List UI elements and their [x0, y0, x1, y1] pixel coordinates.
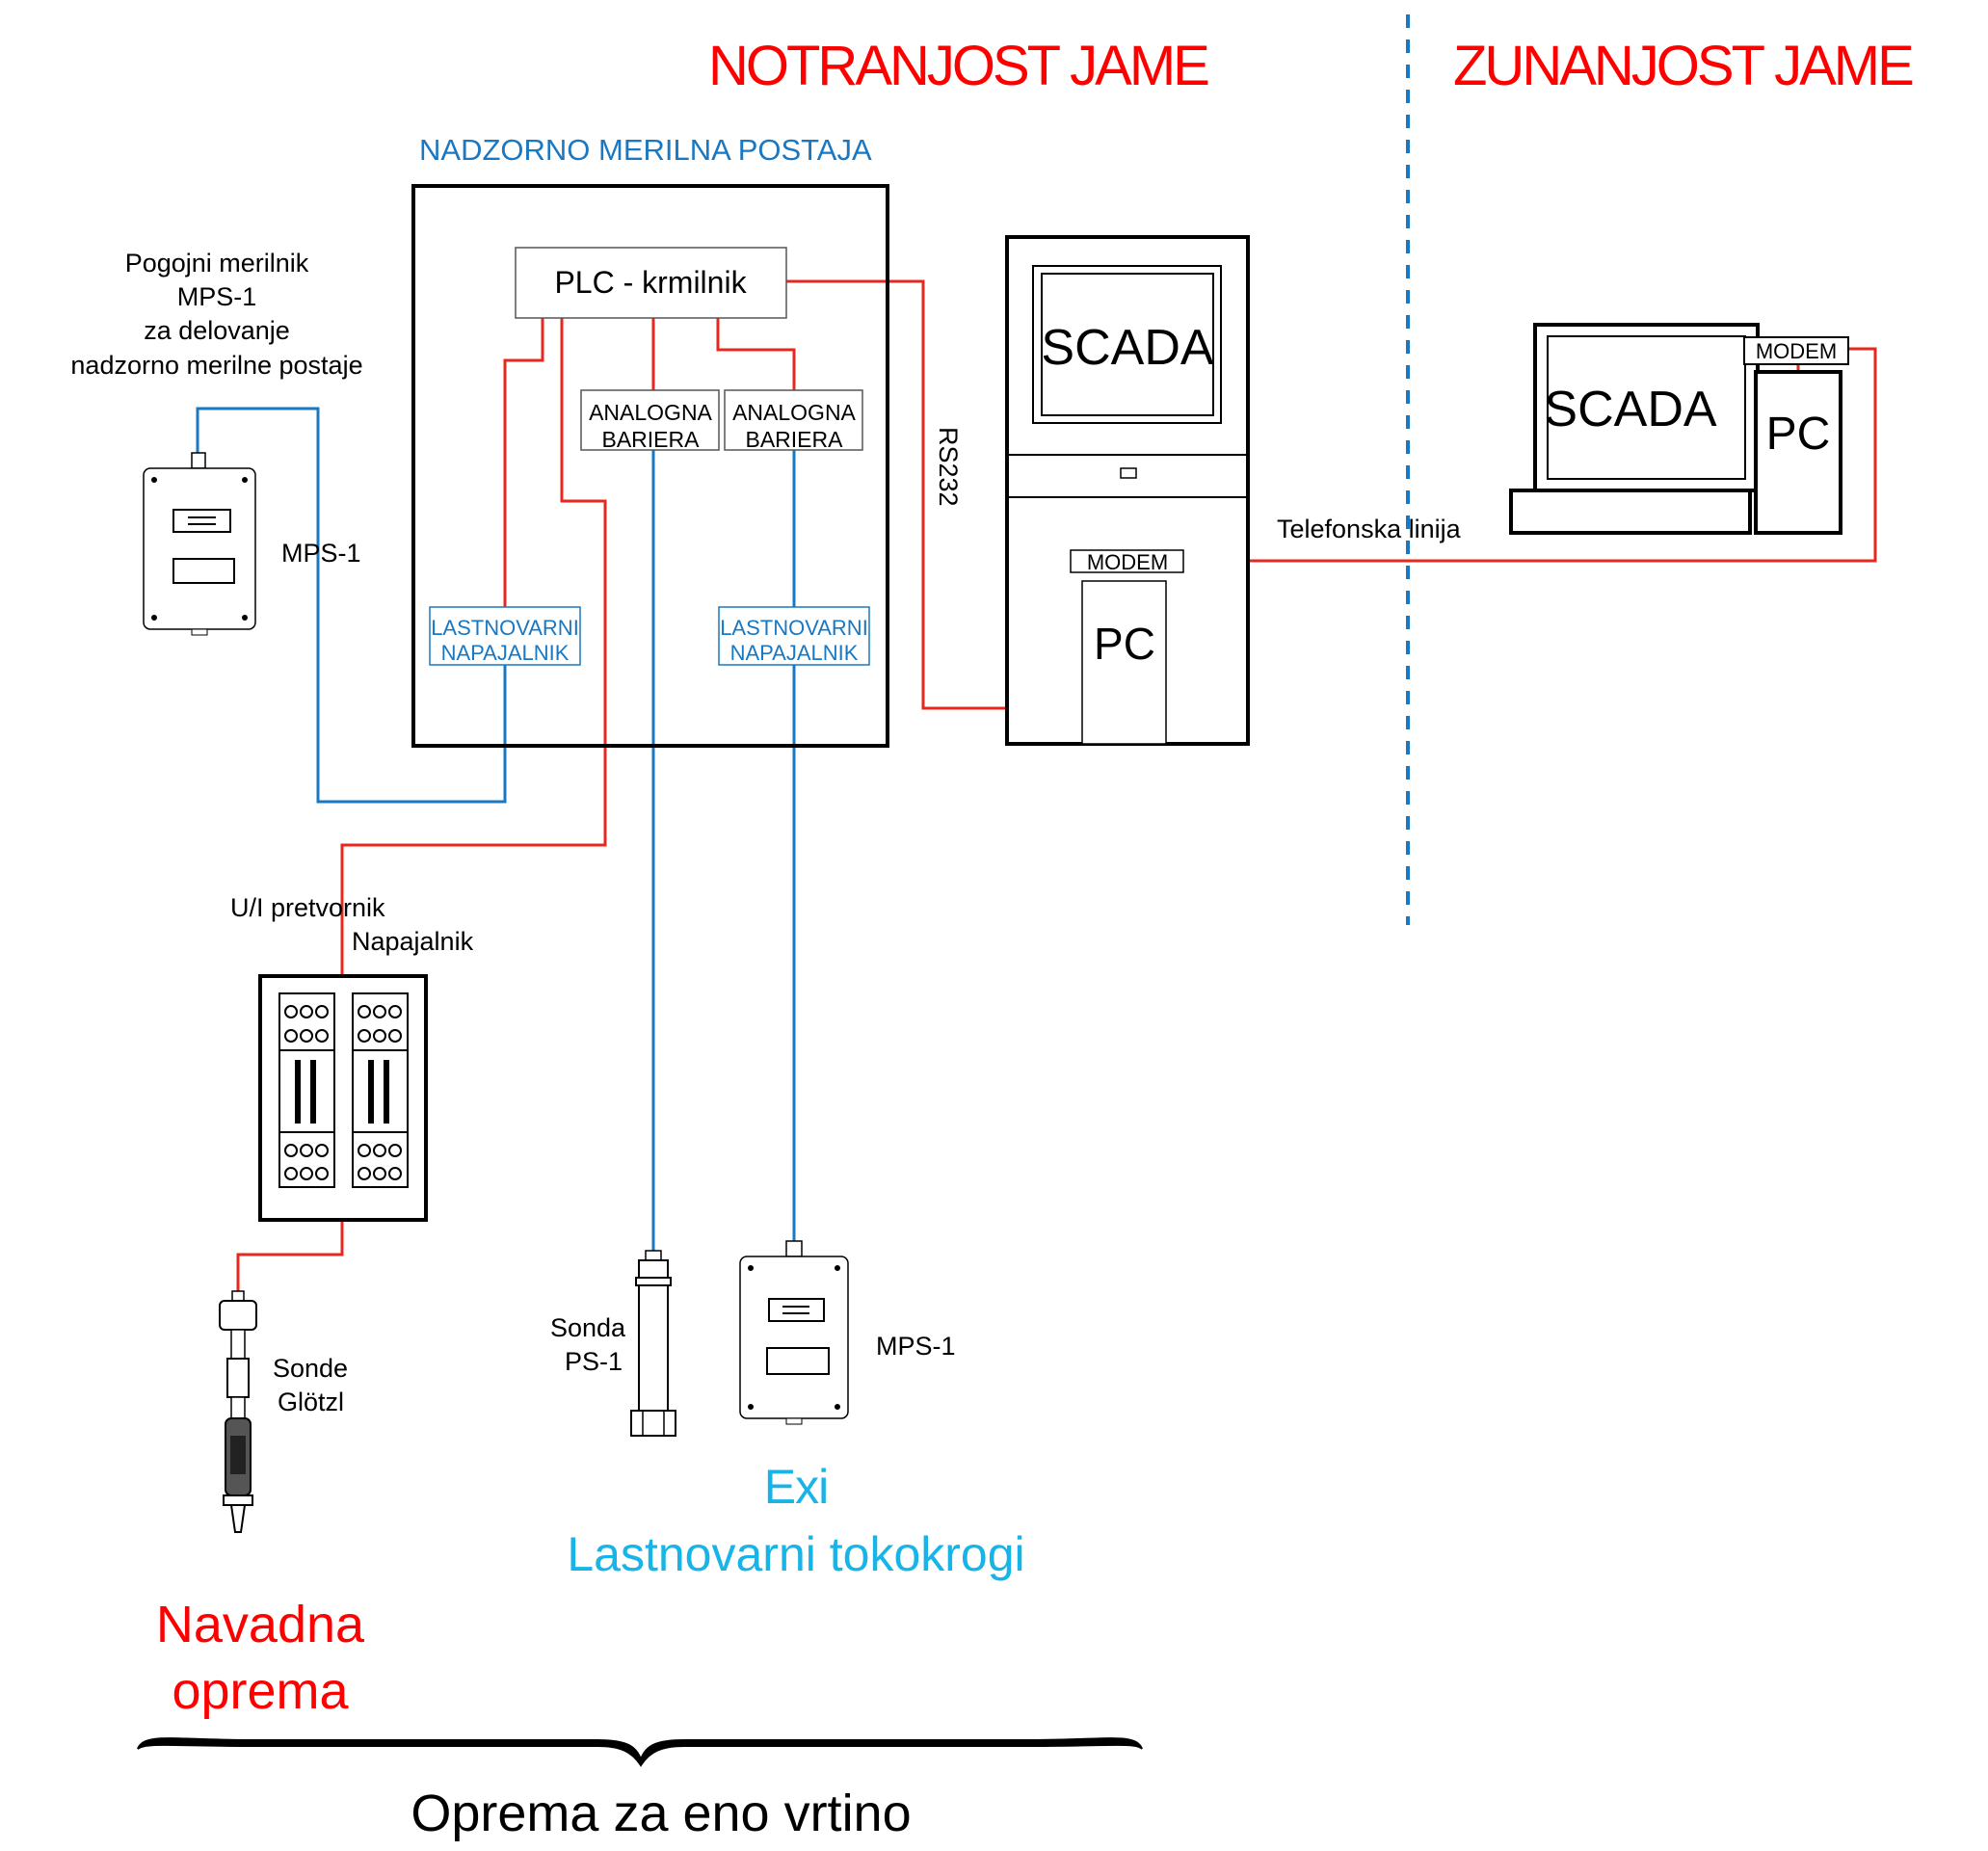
scada-outside-screen: SCADA	[1544, 382, 1716, 437]
barrier-1-line2: BARIERA	[602, 427, 701, 452]
svg-text:za delovanje: za delovanje	[144, 316, 290, 345]
barrier-2-line1: ANALOGNA	[732, 400, 856, 425]
scada-workstation-outside: SCADA MODEM PC	[1509, 323, 1849, 535]
standard-equipment-line2: oprema	[172, 1662, 349, 1720]
station-title: NADZORNO MERILNA POSTAJA	[419, 133, 872, 167]
scada-outside-pc: PC	[1766, 409, 1831, 460]
scada-inside-screen: SCADA	[1041, 320, 1213, 376]
ps1-label-2: PS-1	[565, 1347, 623, 1376]
scada-workstation-inside: SCADA MODEM PC	[1005, 235, 1250, 746]
supply-1-line2: NAPAJALNIK	[441, 641, 570, 665]
terminal-screws	[284, 1005, 402, 1180]
glotzl-probe	[219, 1290, 257, 1533]
scada-outside-modem: MODEM	[1756, 339, 1837, 363]
converter-label-2: Napajalnik	[352, 927, 474, 956]
converter-unit	[258, 974, 428, 1222]
barrier-2-line2: BARIERA	[746, 427, 844, 452]
svg-text:nadzorno merilne postaje: nadzorno merilne postaje	[70, 351, 362, 380]
rs232-label: RS232	[934, 427, 963, 507]
scada-inside-pc: PC	[1094, 619, 1155, 669]
plc-label: PLC - krmilnik	[554, 265, 747, 300]
supply-2-line2: NAPAJALNIK	[730, 641, 859, 665]
mps1-left-label: MPS-1	[281, 539, 361, 568]
analog-barrier-1: ANALOGNA BARIERA	[580, 389, 720, 452]
red-wires	[236, 279, 1877, 1296]
station-enclosure	[411, 184, 889, 748]
intrinsic-circuits-label: Lastnovarni tokokrogi	[567, 1527, 1024, 1581]
ps1-probe	[630, 1250, 676, 1437]
glotzl-label-1: Sonde	[273, 1354, 348, 1383]
blue-wires	[196, 407, 796, 1251]
barrier-1-line1: ANALOGNA	[589, 400, 712, 425]
converter-label-1: U/I pretvornik	[230, 893, 385, 922]
intrinsic-supply-1: LASTNOVARNI NAPAJALNIK	[429, 606, 581, 666]
glotzl-label-2: Glötzl	[278, 1388, 344, 1416]
outside-header: ZUNANJOST JAME	[1453, 35, 1913, 97]
supply-1-line1: LASTNOVARNI	[431, 616, 579, 640]
svg-text:MPS-1: MPS-1	[177, 282, 257, 311]
mps1-bottom-label: MPS-1	[876, 1332, 956, 1361]
mps1-device-left	[143, 452, 256, 636]
analog-barrier-2: ANALOGNA BARIERA	[724, 389, 863, 452]
ps1-label-1: Sonda	[550, 1313, 626, 1342]
mps1-device-bottom	[739, 1240, 849, 1425]
inside-header: NOTRANJOST JAME	[708, 35, 1208, 97]
phone-line-label: Telefonska linija	[1277, 515, 1462, 543]
equipment-bracket	[137, 1737, 1143, 1767]
drive-meter-caption: Pogojni merilnik MPS-1 za delovanje nadz…	[70, 249, 362, 380]
svg-text:Pogojni merilnik: Pogojni merilnik	[125, 249, 309, 278]
scada-inside-modem: MODEM	[1087, 550, 1168, 574]
standard-equipment-line1: Navadna	[156, 1596, 365, 1653]
intrinsic-supply-2: LASTNOVARNI NAPAJALNIK	[718, 606, 870, 666]
equipment-per-borehole-label: Oprema za eno vrtino	[411, 1785, 911, 1842]
plc-controller: PLC - krmilnik	[515, 247, 787, 319]
exi-label: Exi	[764, 1460, 828, 1514]
supply-2-line1: LASTNOVARNI	[720, 616, 868, 640]
